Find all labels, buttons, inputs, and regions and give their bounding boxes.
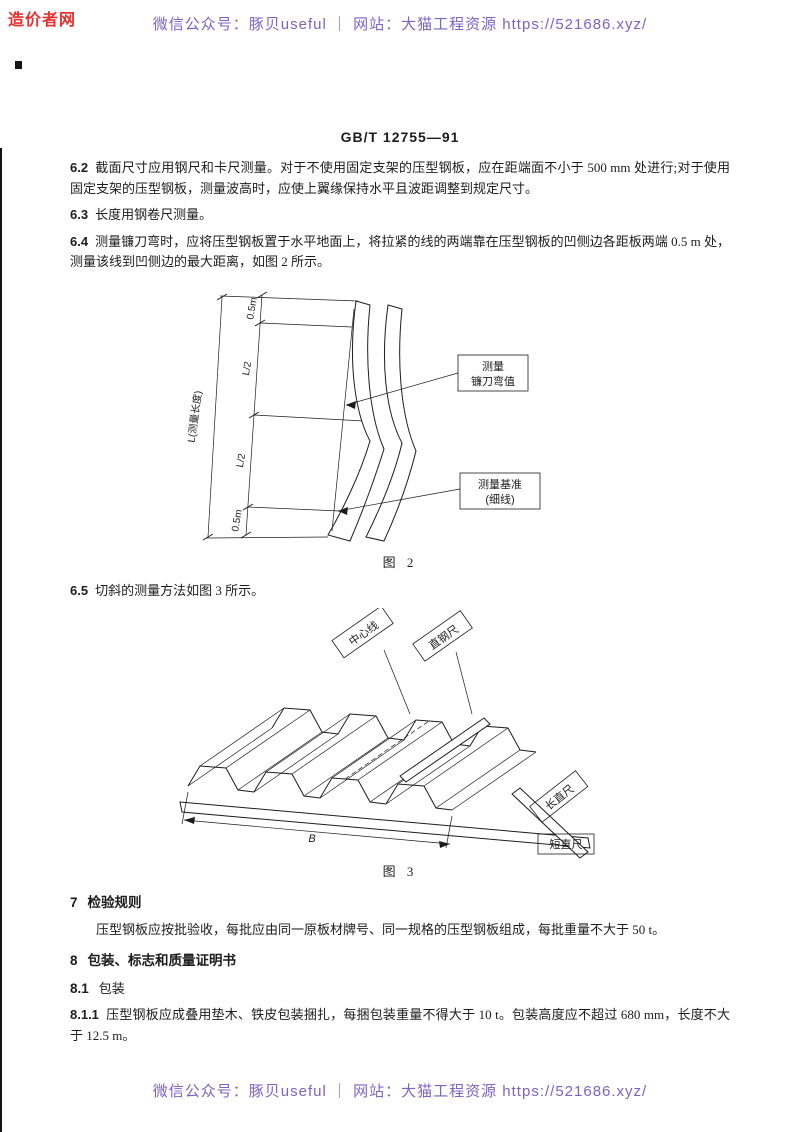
dimension-l2b-label: L/2 [235,452,248,468]
profiled-sheet-drawing [187,707,537,811]
clause-6-3-number: 6.3 [70,207,89,223]
section-8-heading: 8 包装、标志和质量证明书 [70,950,730,971]
figure-2: L(测量长度) 0.5m L/2 L/2 0.5m [70,279,730,574]
clause-6-4-text: 测量镰刀弯时，应将压型钢板置于水平地面上，将拉紧的线的两端靠在压型钢板的凹侧边各… [70,233,730,270]
figure-3: 中心线 直钢尺 长直尺 [70,607,730,883]
centerline-dashed [344,720,430,780]
dimension-l2a-label: L/2 [241,360,254,376]
section-7-number: 7 [70,895,78,911]
figure-3-drawing: 中心线 直钢尺 长直尺 [179,607,595,859]
figure-3-caption: 图 3 [382,863,418,879]
top-banner: 微信公众号：豚贝useful ｜ 网站：大猫工程资源 https://52168… [152,16,648,33]
section-8-number: 8 [70,953,78,969]
clause-6-2-text: 截面尺寸应用钢尺和卡尺测量。对于不使用固定支架的压型钢板，应在距端面不小于 50… [70,160,730,196]
scan-artifact [15,61,22,69]
figure-2-drawing: L(测量长度) 0.5m L/2 L/2 0.5m [184,291,541,542]
scan-edge-line [0,148,2,1132]
watermark-site-name: 造价者网 [8,12,77,29]
callout-camber-value: 测量 镰刀弯值 [345,354,529,409]
width-dimension-label: B [308,833,315,845]
callout-datum-line1: 测量基准 [478,478,522,491]
clause-8-1-1-text: 压型钢板应成叠用垫木、铁皮包装捆扎，每捆包装重量不得大于 10 t。包装高度应不… [70,1007,730,1043]
callout-camber-line1: 测量 [482,360,504,373]
figure-2-segment-dimension: 0.5m L/2 L/2 0.5m [230,291,268,539]
section-8-1-title: 包装 [98,980,125,996]
taut-string-line [331,308,355,531]
section-8-1-heading: 8.1 包装 [70,978,730,1000]
clause-8-1-1-number: 8.1.1 [70,1007,99,1023]
clause-6-2-number: 6.2 [70,160,89,176]
straight-steel-rule-drawing [399,717,491,783]
long-rule-drawing [179,801,591,849]
section-7-title: 检验规则 [87,895,142,911]
dimension-bottom-label: 0.5m [230,508,245,532]
section-7-heading: 7 检验规则 [70,892,730,913]
short-rule-label-text: 短直尺 [550,837,583,851]
clause-6-4-number: 6.4 [70,233,89,249]
section-8-1-number: 8.1 [70,980,89,996]
clause-6-5-text: 切斜的测量方法如图 3 所示。 [95,583,265,599]
centerline-label: 中心线 [331,607,411,714]
straight-steel-rule-label: 直钢尺 [412,609,473,714]
callout-datum-line2: (细线) [485,492,514,506]
section-8-title: 包装、标志和质量证明书 [87,953,237,969]
clause-6-5: 6.5 切斜的测量方法如图 3 所示。 [70,581,730,602]
clause-6-3: 6.3 长度用钢卷尺测量。 [70,205,730,226]
dimension-top-label: 0.5m [245,296,260,320]
callout-camber-line2: 镰刀弯值 [471,374,515,388]
clause-6-5-number: 6.5 [70,583,89,599]
figure-2-caption: 图 2 [382,554,418,570]
clause-6-3-text: 长度用钢卷尺测量。 [95,207,213,223]
callout-measure-datum: 测量基准 (细线) [337,472,541,515]
figure-2-total-dimension: L(测量长度) [184,293,228,541]
dimension-total-label: L(测量长度) [184,390,204,444]
standard-number: GB/T 12755—91 [340,129,460,145]
figure-2-extension-lines [205,295,365,539]
short-rule-label: 短直尺 [537,833,595,855]
bottom-banner: 微信公众号：豚贝useful ｜ 网站：大猫工程资源 https://52168… [152,1083,648,1100]
section-7-paragraph: 压型钢板应按批验收，每批应由同一原板材牌号、同一规格的压型钢板组成，每批重量不大… [96,921,666,937]
width-dimension: B [181,791,453,848]
